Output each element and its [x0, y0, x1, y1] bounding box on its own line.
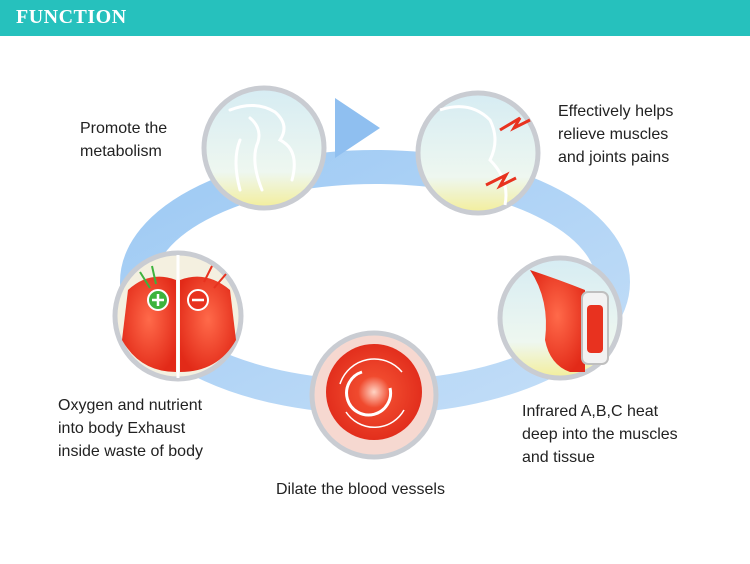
- caption-blood-vessels: Dilate the blood vessels: [276, 481, 445, 498]
- header-banner: FUNCTION: [0, 0, 750, 36]
- stretching-body-icon: [228, 104, 296, 192]
- step-blood-vessels-image: [309, 330, 439, 460]
- step-infrared-image: [497, 255, 623, 381]
- back-pain-lightning-icon: [439, 105, 531, 206]
- heating-pad-icon: [530, 270, 609, 372]
- caption-infrared: Infrared A,B,C heat deep into the muscle…: [522, 403, 678, 466]
- step-metabolism-image: [201, 85, 327, 211]
- caption-metabolism: Promote the metabolism: [80, 120, 168, 160]
- cycle-arrow-head: [335, 98, 380, 158]
- banner-title: FUNCTION: [16, 6, 127, 28]
- heat-circulation-icon: [339, 358, 405, 429]
- caption-oxygen: Oxygen and nutrient into body Exhaust in…: [58, 397, 203, 460]
- caption-pain-relief: Effectively helps relieve muscles and jo…: [558, 103, 674, 166]
- plus-minus-exchange-icon: [139, 265, 227, 311]
- step-oxygen-image: [112, 250, 244, 382]
- step-pain-relief-image: [415, 90, 541, 216]
